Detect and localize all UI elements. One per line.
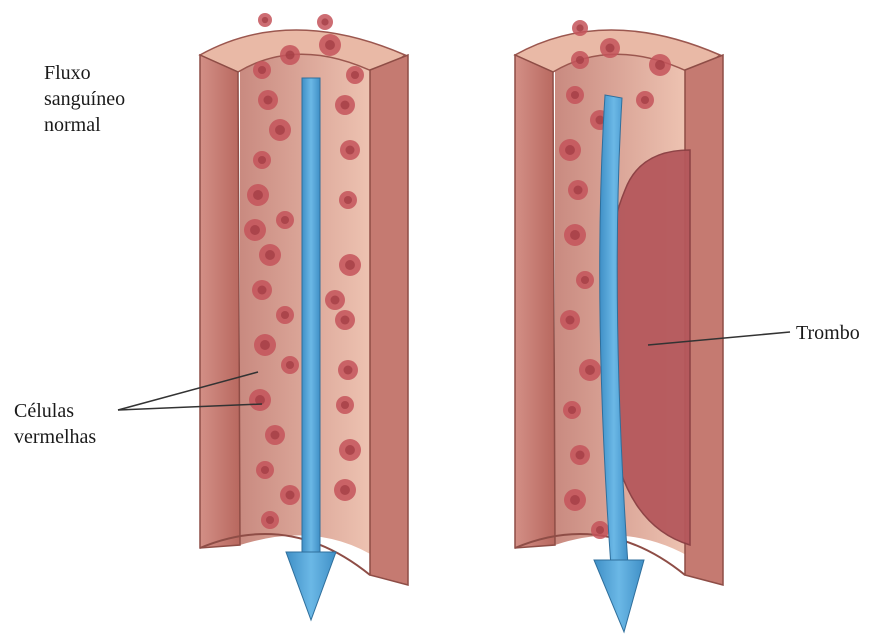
red-blood-cell-icon bbox=[570, 445, 590, 465]
red-blood-cell-icon bbox=[281, 356, 299, 374]
red-blood-cell-icon bbox=[563, 401, 581, 419]
red-blood-cell-icon bbox=[339, 439, 361, 461]
red-blood-cell-icon bbox=[259, 244, 281, 266]
red-blood-cell-icon bbox=[339, 191, 357, 209]
red-blood-cell-icon bbox=[576, 271, 594, 289]
red-blood-cell-icon bbox=[249, 389, 271, 411]
red-blood-cell-icon bbox=[560, 310, 580, 330]
red-blood-cell-icon bbox=[566, 86, 584, 104]
red-blood-cell-icon bbox=[280, 485, 300, 505]
red-blood-cell-icon bbox=[258, 90, 278, 110]
red-blood-cell-icon bbox=[335, 95, 355, 115]
normal-vessel-right-wall bbox=[370, 55, 408, 585]
red-blood-cell-icon bbox=[334, 479, 356, 501]
red-blood-cell-icon bbox=[261, 511, 279, 529]
red-blood-cell-icon bbox=[600, 38, 620, 58]
red-blood-cell-icon bbox=[571, 51, 589, 69]
red-blood-cell-icon bbox=[335, 310, 355, 330]
red-blood-cell-icon bbox=[336, 396, 354, 414]
red-blood-cell-icon bbox=[265, 425, 285, 445]
red-blood-cell-icon bbox=[276, 306, 294, 324]
red-blood-cell-icon bbox=[579, 359, 601, 381]
red-blood-cell-icon bbox=[568, 180, 588, 200]
red-blood-cell-icon bbox=[564, 224, 586, 246]
normal-vessel-left-wall bbox=[200, 55, 240, 548]
red-blood-cell-icon bbox=[269, 119, 291, 141]
normal-flow-label: Fluxo sanguíneo normal bbox=[44, 60, 125, 138]
red-blood-cell-icon bbox=[244, 219, 266, 241]
red-blood-cell-icon bbox=[252, 280, 272, 300]
red-blood-cell-icon bbox=[256, 461, 274, 479]
red-blood-cell-icon bbox=[325, 290, 345, 310]
red-blood-cell-icon bbox=[258, 13, 272, 27]
red-blood-cell-icon bbox=[280, 45, 300, 65]
red-blood-cell-icon bbox=[649, 54, 671, 76]
red-blood-cell-icon bbox=[559, 139, 581, 161]
red-blood-cell-icon bbox=[254, 334, 276, 356]
red-blood-cell-icon bbox=[572, 20, 588, 36]
red-blood-cell-icon bbox=[338, 360, 358, 380]
red-blood-cell-icon bbox=[340, 140, 360, 160]
red-blood-cell-icon bbox=[253, 151, 271, 169]
thrombus-vessel-left-wall bbox=[515, 55, 555, 548]
red-blood-cell-icon bbox=[276, 211, 294, 229]
red-blood-cell-icon bbox=[636, 91, 654, 109]
red-blood-cell-icon bbox=[564, 489, 586, 511]
red-blood-cell-icon bbox=[339, 254, 361, 276]
red-cells-label: Células vermelhas bbox=[14, 398, 96, 450]
red-blood-cell-icon bbox=[346, 66, 364, 84]
thrombus-label: Trombo bbox=[796, 320, 860, 346]
red-blood-cell-icon bbox=[319, 34, 341, 56]
red-blood-cell-icon bbox=[317, 14, 333, 30]
red-blood-cell-icon bbox=[591, 521, 609, 539]
red-blood-cell-icon bbox=[253, 61, 271, 79]
red-blood-cell-icon bbox=[247, 184, 269, 206]
